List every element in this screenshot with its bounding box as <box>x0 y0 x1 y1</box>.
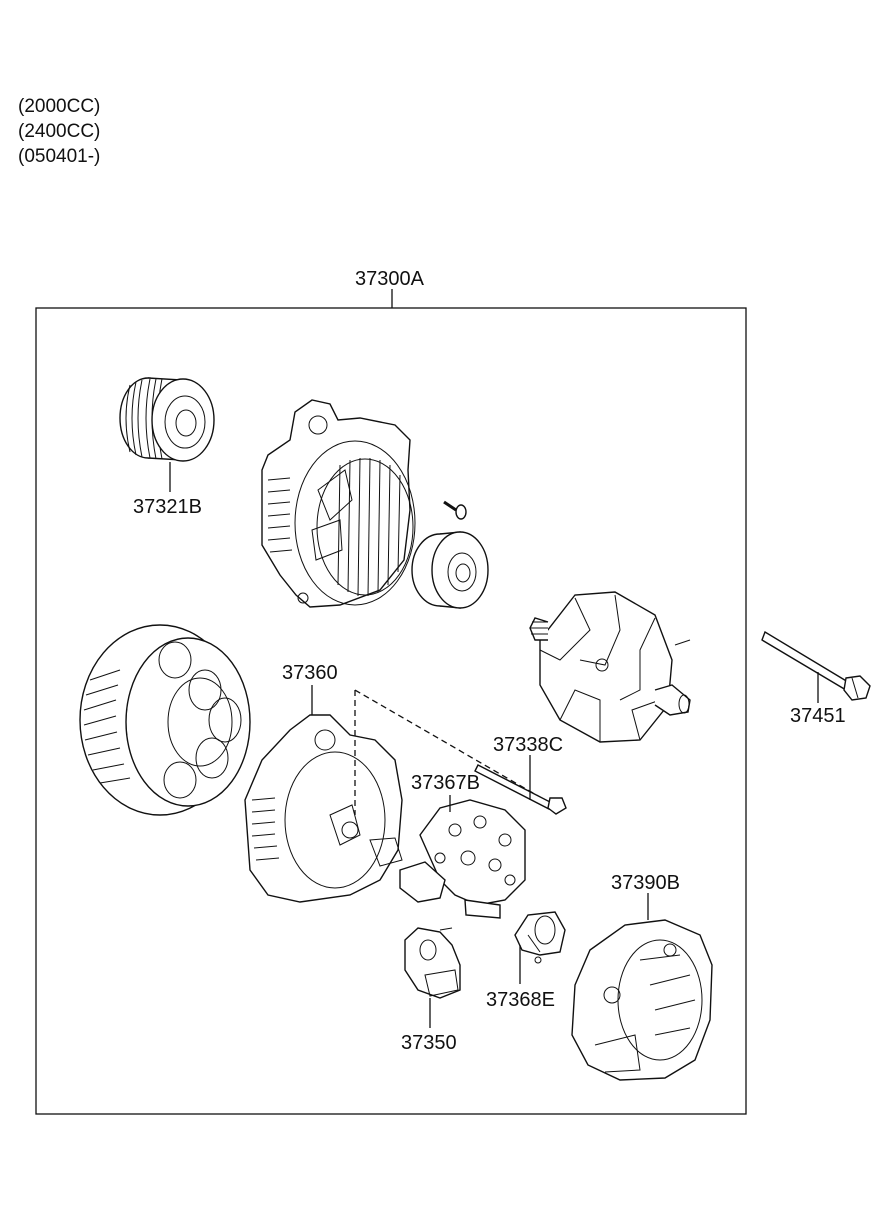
regulator-icon[interactable] <box>404 927 461 999</box>
rear-cover-icon[interactable] <box>571 919 713 1081</box>
label-assembly: 37300A <box>355 268 425 290</box>
bearing-icon[interactable] <box>411 531 489 609</box>
variant-notes: (2000CC) (2400CC) (050401-) <box>18 94 100 169</box>
note-production-date: (050401-) <box>18 146 101 167</box>
through-bolt-icon[interactable] <box>474 764 567 815</box>
label-rectifier: 37367B <box>411 772 480 794</box>
label-rear-cover: 37390B <box>611 872 680 894</box>
brush-holder-icon[interactable] <box>514 911 566 964</box>
stator-winding-icon[interactable] <box>79 624 251 816</box>
note-engine-2000: (2000CC) <box>18 96 101 117</box>
rotor-icon[interactable] <box>529 591 691 743</box>
label-rear-housing: 37360 <box>282 662 338 684</box>
assembly-frame <box>35 307 747 1115</box>
front-housing-icon[interactable] <box>261 399 416 608</box>
label-brush-holder: 37368E <box>486 989 555 1011</box>
rectifier-icon[interactable] <box>399 799 526 919</box>
pulley-icon[interactable] <box>119 377 215 462</box>
label-mount-bolt: 37451 <box>790 705 846 727</box>
note-engine-2400: (2400CC) <box>18 121 101 142</box>
rear-housing-icon[interactable] <box>244 714 403 903</box>
label-pulley: 37321B <box>133 496 202 518</box>
label-regulator: 37350 <box>401 1032 457 1054</box>
screw-icon[interactable] <box>443 500 467 520</box>
label-through-bolt: 37338C <box>493 734 563 756</box>
assembly-guide-line <box>354 689 546 815</box>
mount-bolt-icon[interactable] <box>761 630 871 701</box>
